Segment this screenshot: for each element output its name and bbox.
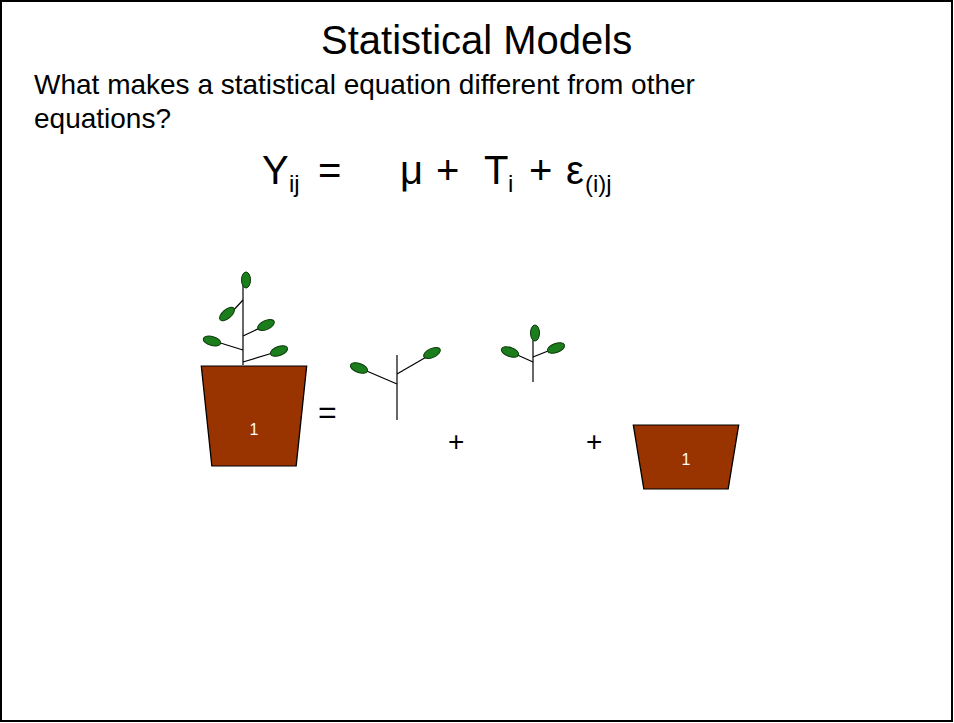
- equation-subscript: (i)j: [585, 172, 612, 196]
- equation-operator: +: [529, 150, 552, 190]
- equation-operator: +: [436, 150, 459, 190]
- flower-pot: 1: [200, 365, 308, 467]
- pot-number: 1: [200, 422, 308, 438]
- illustration-operator: =: [318, 396, 337, 428]
- slide-title: Statistical Models: [321, 20, 632, 60]
- pot-shape: [200, 365, 308, 467]
- question-text: What makes a statistical equation differ…: [34, 68, 804, 135]
- equation-symbol: Y: [262, 150, 289, 190]
- pot-outline: [201, 366, 306, 466]
- equation-subscript: ij: [289, 172, 300, 196]
- equation-symbol: μ: [400, 150, 423, 190]
- equation-subscript: i: [508, 172, 513, 196]
- illustration-operator: +: [586, 428, 602, 456]
- equation-symbol: T: [484, 150, 508, 190]
- equation-symbol: ε: [566, 150, 584, 190]
- flower-pot: 1: [632, 424, 740, 490]
- illustration-operator: +: [448, 428, 464, 456]
- equation-operator: =: [318, 150, 341, 190]
- plant-leaves: [202, 272, 566, 375]
- pot-number: 1: [632, 452, 740, 468]
